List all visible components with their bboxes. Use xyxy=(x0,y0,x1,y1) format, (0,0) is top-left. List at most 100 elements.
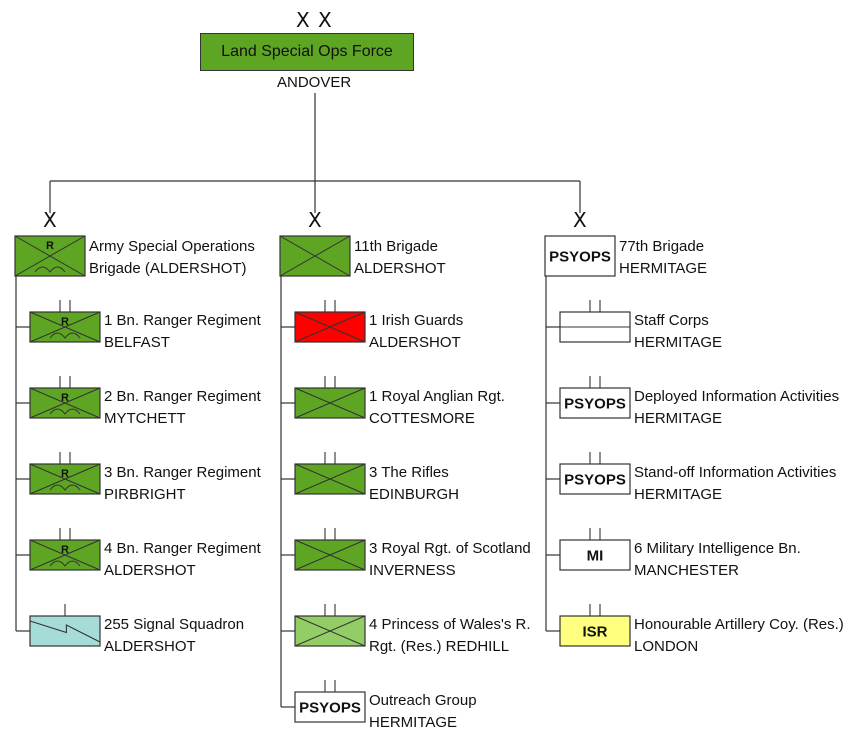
unit-type-text: PSYOPS xyxy=(299,700,361,717)
unit-symbol: R xyxy=(29,528,101,571)
division-echelon-marker: X X xyxy=(296,8,333,32)
infantry-cross-line xyxy=(294,539,366,571)
unit-name: 4 Bn. Ranger Regiment xyxy=(104,540,261,557)
infantry-cross-line xyxy=(294,615,366,647)
unit-location: EDINBURGH xyxy=(369,486,460,503)
brigade-name: Army Special Operations xyxy=(89,238,255,255)
unit-type-text: PSYOPS xyxy=(564,396,626,413)
hq-box: Land Special Ops Force xyxy=(200,33,414,71)
brigade-symbol xyxy=(279,235,351,277)
ranger-letter: R xyxy=(61,468,69,480)
unit-symbol xyxy=(294,528,366,571)
unit-location: LONDON xyxy=(634,638,699,655)
unit-type-text: PSYOPS xyxy=(549,249,611,266)
unit-name: 1 Royal Anglian Rgt. xyxy=(369,388,505,405)
unit-symbol: R xyxy=(29,376,101,419)
unit-frame xyxy=(294,691,366,723)
signals-lightning-icon xyxy=(29,620,101,643)
unit-location: HERMITAGE xyxy=(634,334,723,351)
unit-location: ALDERSHOT xyxy=(104,638,196,655)
unit-symbol xyxy=(294,452,366,495)
unit-symbol: R xyxy=(29,300,101,343)
unit-location: HERMITAGE xyxy=(634,486,723,503)
unit-location: PIRBRIGHT xyxy=(104,486,186,503)
unit-location: MYTCHETT xyxy=(104,410,186,427)
unit-name: Outreach Group xyxy=(369,692,477,709)
hq-name: Land Special Ops Force xyxy=(221,43,393,60)
unit-symbol xyxy=(559,300,631,343)
unit-frame xyxy=(559,615,631,647)
unit-name: 4 Princess of Wales's R. xyxy=(369,616,531,633)
unit-name: Honourable Artillery Coy. (Res.) xyxy=(634,616,844,633)
unit-name: 1 Irish Guards xyxy=(369,312,464,329)
unit-name: 3 The Rifles xyxy=(369,464,449,481)
unit-symbol xyxy=(294,604,366,647)
unit-location: ALDERSHOT xyxy=(369,334,461,351)
unit-location: ALDERSHOT xyxy=(104,562,196,579)
unit-type-text: ISR xyxy=(582,624,607,641)
unit-location: Rgt. (Res.) REDHILL xyxy=(369,638,510,655)
unit-name: Deployed Information Activities xyxy=(634,388,840,405)
brigade-location: Brigade (ALDERSHOT) xyxy=(89,260,247,277)
unit-location: HERMITAGE xyxy=(369,714,458,731)
unit-name: 3 Royal Rgt. of Scotland xyxy=(369,540,531,557)
ranger-letter: R xyxy=(61,544,69,556)
unit-frame xyxy=(559,387,631,419)
infantry-cross-line xyxy=(29,387,101,419)
infantry-cross-line xyxy=(279,235,351,277)
unit-symbol: MI xyxy=(559,528,631,571)
infantry-cross-line xyxy=(29,463,101,495)
unit-name: 255 Signal Squadron xyxy=(104,616,245,633)
unit-name: 6 Military Intelligence Bn. xyxy=(634,540,801,557)
unit-symbol: PSYOPS xyxy=(559,376,631,419)
unit-name: 3 Bn. Ranger Regiment xyxy=(104,464,261,481)
unit-location: MANCHESTER xyxy=(634,562,740,579)
infantry-cross-line xyxy=(29,311,101,343)
mountain-icon xyxy=(49,484,81,491)
mountain-icon xyxy=(34,266,66,273)
mountain-icon xyxy=(49,408,81,415)
infantry-cross-line xyxy=(14,235,86,277)
brigade-symbol: PSYOPS xyxy=(544,235,616,277)
unit-location: HERMITAGE xyxy=(634,410,723,427)
unit-symbol xyxy=(294,376,366,419)
brigade-location: ALDERSHOT xyxy=(354,260,446,277)
unit-symbol xyxy=(294,300,366,343)
unit-location: COTTESMORE xyxy=(369,410,475,427)
brigade-symbol: R xyxy=(14,235,86,277)
unit-frame xyxy=(559,463,631,495)
brigade-location: HERMITAGE xyxy=(619,260,708,277)
unit-symbol: PSYOPS xyxy=(294,680,366,723)
brigade-echelon-marker: X xyxy=(308,208,322,232)
unit-name: Staff Corps xyxy=(634,312,709,329)
brigade-name: 77th Brigade xyxy=(619,238,705,255)
unit-frame xyxy=(559,539,631,571)
infantry-cross-line xyxy=(294,311,366,343)
infantry-cross-line xyxy=(29,539,101,571)
unit-location: INVERNESS xyxy=(369,562,456,579)
unit-symbol xyxy=(29,604,101,647)
unit-symbol: ISR xyxy=(559,604,631,647)
brigade-echelon-marker: X xyxy=(573,208,587,232)
hq-location: ANDOVER xyxy=(277,74,352,91)
unit-name: 1 Bn. Ranger Regiment xyxy=(104,312,261,329)
unit-name: 2 Bn. Ranger Regiment xyxy=(104,388,261,405)
unit-type-text: PSYOPS xyxy=(564,472,626,489)
ranger-letter: R xyxy=(46,240,54,252)
brigade-name: 11th Brigade xyxy=(354,238,438,255)
brigade-echelon-marker: X xyxy=(43,208,57,232)
ranger-letter: R xyxy=(61,392,69,404)
mountain-icon xyxy=(49,332,81,339)
unit-location: BELFAST xyxy=(104,334,170,351)
infantry-cross-line xyxy=(294,463,366,495)
mountain-icon xyxy=(49,560,81,567)
unit-frame xyxy=(29,615,101,647)
unit-name: Stand-off Information Activities xyxy=(634,464,837,481)
unit-type-text: MI xyxy=(587,548,604,565)
ranger-letter: R xyxy=(61,316,69,328)
unit-symbol: PSYOPS xyxy=(559,452,631,495)
unit-symbol: R xyxy=(29,452,101,495)
infantry-cross-line xyxy=(294,387,366,419)
unit-frame xyxy=(544,235,616,277)
